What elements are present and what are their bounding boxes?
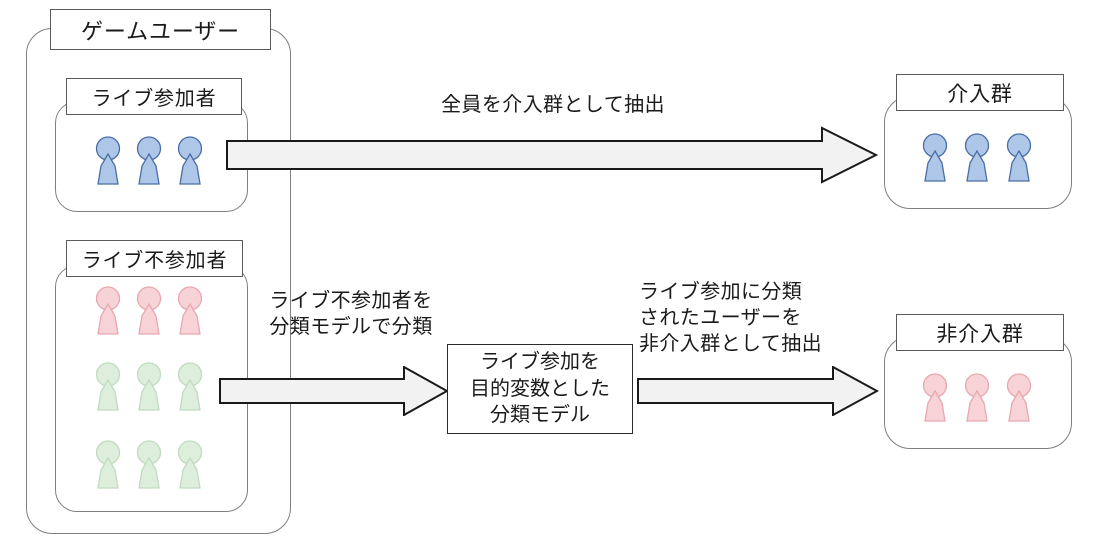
model-box-line-2: 目的変数とした	[470, 377, 610, 400]
group-live-participants-label: ライブ参加者	[91, 88, 217, 110]
model-box-line-1: ライブ参加を	[480, 351, 600, 374]
person-icon-control-1	[922, 373, 948, 422]
group-live-participants-title-box: ライブ参加者	[66, 78, 242, 115]
person-icon-green-r2c2	[136, 362, 162, 411]
arrow-extract-all-label: 全員を介入群として抽出	[441, 94, 665, 116]
arrow-extract-control-label: ライブ参加に分類 されたユーザーを 非介入群として抽出	[639, 281, 822, 355]
person-icon-pink-r1c2	[136, 286, 162, 335]
person-icon-treatment-3	[1006, 133, 1032, 182]
outer-group-title: ゲームユーザー	[80, 18, 241, 44]
person-icon-treatment-2	[964, 133, 990, 182]
group-live-non-participants-label: ライブ不参加者	[81, 250, 228, 272]
person-icon-pink-r1c3	[177, 286, 203, 335]
arrow-classify-non-participants	[219, 366, 449, 416]
person-icon-treatment-1	[922, 133, 948, 182]
arrow-extract-all-to-treatment	[226, 126, 878, 184]
person-icon-control-2	[964, 373, 990, 422]
person-icon-green-r3c2	[136, 440, 162, 489]
model-box-line-3: 分類モデル	[490, 404, 590, 427]
arrow-extract-to-control	[637, 366, 879, 416]
output-treatment-group-title-box: 介入群	[896, 74, 1064, 111]
person-icon-green-r3c3	[177, 440, 203, 489]
arrow-classify-label: ライブ不参加者を 分類モデルで分類	[269, 290, 433, 338]
group-live-non-participants-title-box: ライブ不参加者	[66, 240, 243, 277]
person-icon-green-r2c3	[177, 362, 203, 411]
person-icon-blue-1	[95, 136, 121, 185]
person-icon-control-3	[1006, 373, 1032, 422]
output-treatment-group-label: 介入群	[947, 82, 1013, 106]
output-control-group-label: 非介入群	[936, 322, 1024, 346]
output-control-group-title-box: 非介入群	[896, 314, 1064, 351]
person-icon-green-r2c1	[95, 362, 121, 411]
person-icon-pink-r1c1	[95, 286, 121, 335]
outer-group-title-box: ゲームユーザー	[50, 9, 271, 50]
person-icon-blue-3	[177, 136, 203, 185]
person-icon-blue-2	[136, 136, 162, 185]
person-icon-green-r3c1	[95, 440, 121, 489]
classification-model-box: ライブ参加を 目的変数とした 分類モデル	[447, 344, 633, 434]
